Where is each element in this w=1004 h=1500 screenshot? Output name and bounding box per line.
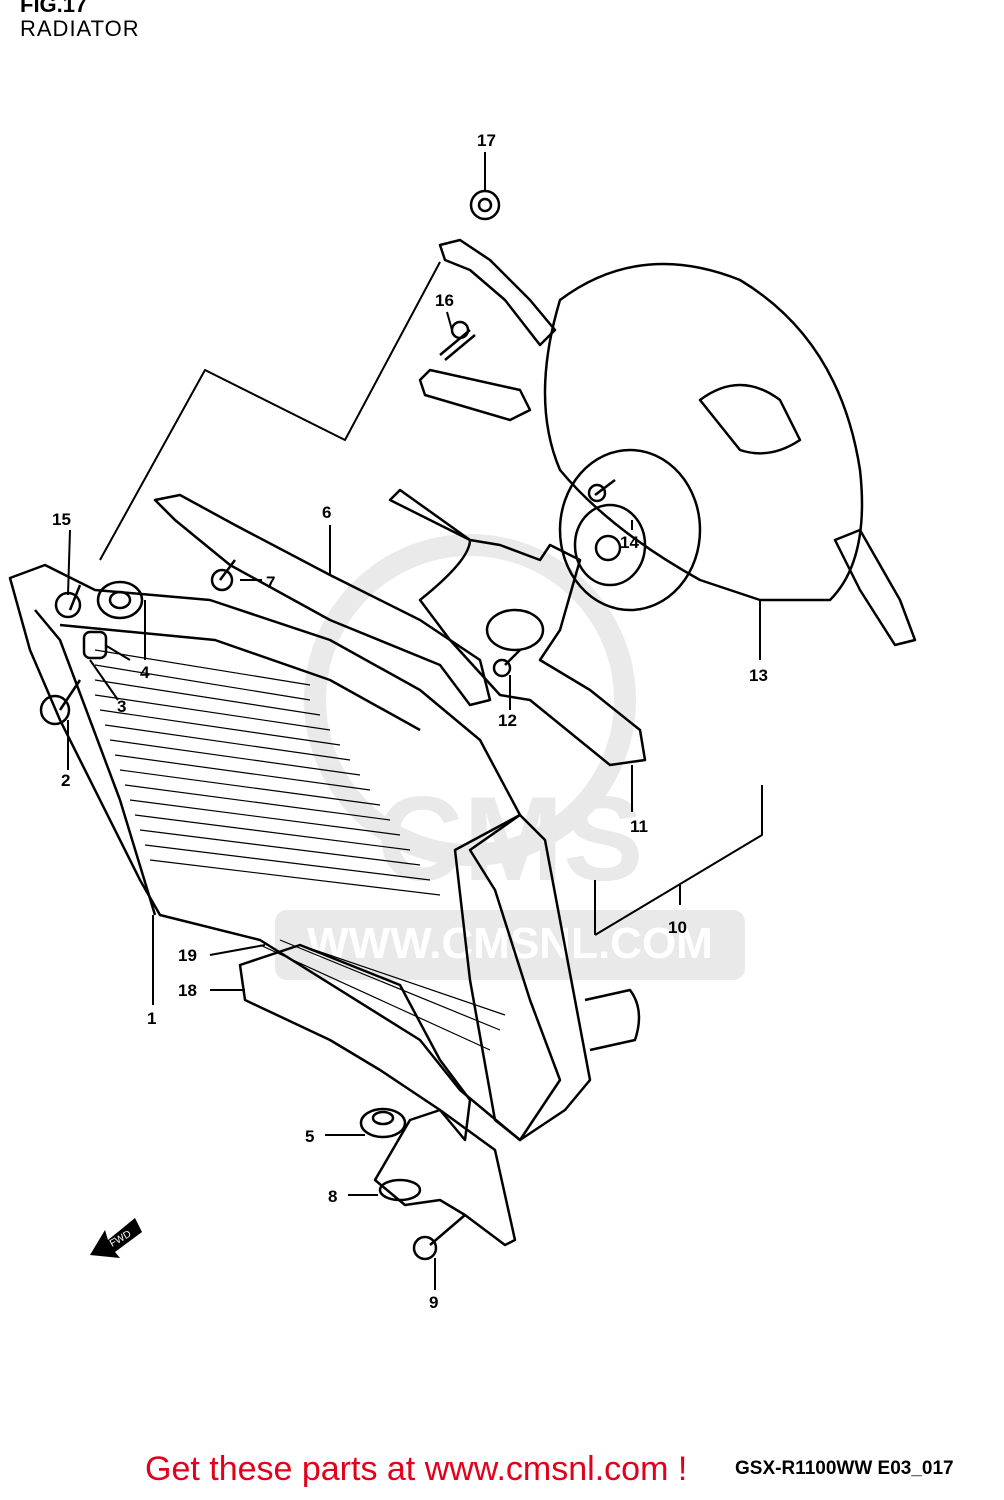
callout-14: 14 — [620, 533, 639, 552]
callout-11: 11 — [630, 817, 648, 836]
callout-17: 17 — [477, 131, 496, 150]
fan-hub — [485, 608, 545, 652]
callout-16: 16 — [435, 291, 454, 310]
callout-10: 10 — [668, 918, 687, 937]
fwd-arrow: FWD — [90, 1218, 142, 1258]
callouts: 17 16 15 6 7 4 3 2 14 12 13 11 10 1 19 1… — [52, 131, 768, 1312]
radiator-core — [8, 563, 562, 1142]
watermark-url: WWW.CMSNL.COM — [307, 919, 713, 968]
shroud-bracket — [438, 238, 557, 347]
radiator-outlet-pipe — [584, 988, 641, 1052]
callout-9: 9 — [429, 1293, 438, 1312]
shroud-strap — [418, 368, 532, 422]
figure-title: RADIATOR — [20, 16, 140, 41]
callout-5: 5 — [305, 1127, 314, 1146]
shroud-foot — [833, 528, 917, 647]
fan-motor — [558, 448, 702, 612]
callout-4: 4 — [140, 663, 150, 682]
leader-lines — [67, 152, 763, 1290]
callout-1: 1 — [147, 1009, 156, 1028]
lower-bracket-hole — [378, 1178, 422, 1202]
callout-13: 13 — [749, 666, 768, 685]
callout-2: 2 — [61, 771, 70, 790]
lower-cover — [238, 943, 472, 1142]
fan-motor-hub — [573, 503, 647, 587]
callout-6: 6 — [322, 503, 331, 522]
parts-cta-link[interactable]: Get these parts at www.cmsnl.com ! — [145, 1450, 688, 1488]
fan-shroud — [543, 262, 864, 602]
callout-8: 8 — [328, 1187, 337, 1206]
callout-18: 18 — [178, 981, 197, 1000]
lower-bracket — [373, 1108, 517, 1247]
model-code: GSX-R1100WW E03_017 — [735, 1458, 954, 1479]
callout-3: 3 — [117, 697, 126, 716]
fan-blade — [388, 488, 647, 767]
fan-shroud-window — [698, 383, 802, 455]
radiator-tank — [453, 813, 592, 1142]
callout-12: 12 — [498, 711, 517, 730]
callout-15: 15 — [52, 510, 71, 529]
callout-19: 19 — [178, 946, 197, 965]
figure-number: FIG.17 — [20, 0, 88, 17]
watermark-logo: CMS — [377, 772, 644, 906]
bolts — [39, 189, 616, 1261]
callout-7: 7 — [266, 573, 275, 592]
